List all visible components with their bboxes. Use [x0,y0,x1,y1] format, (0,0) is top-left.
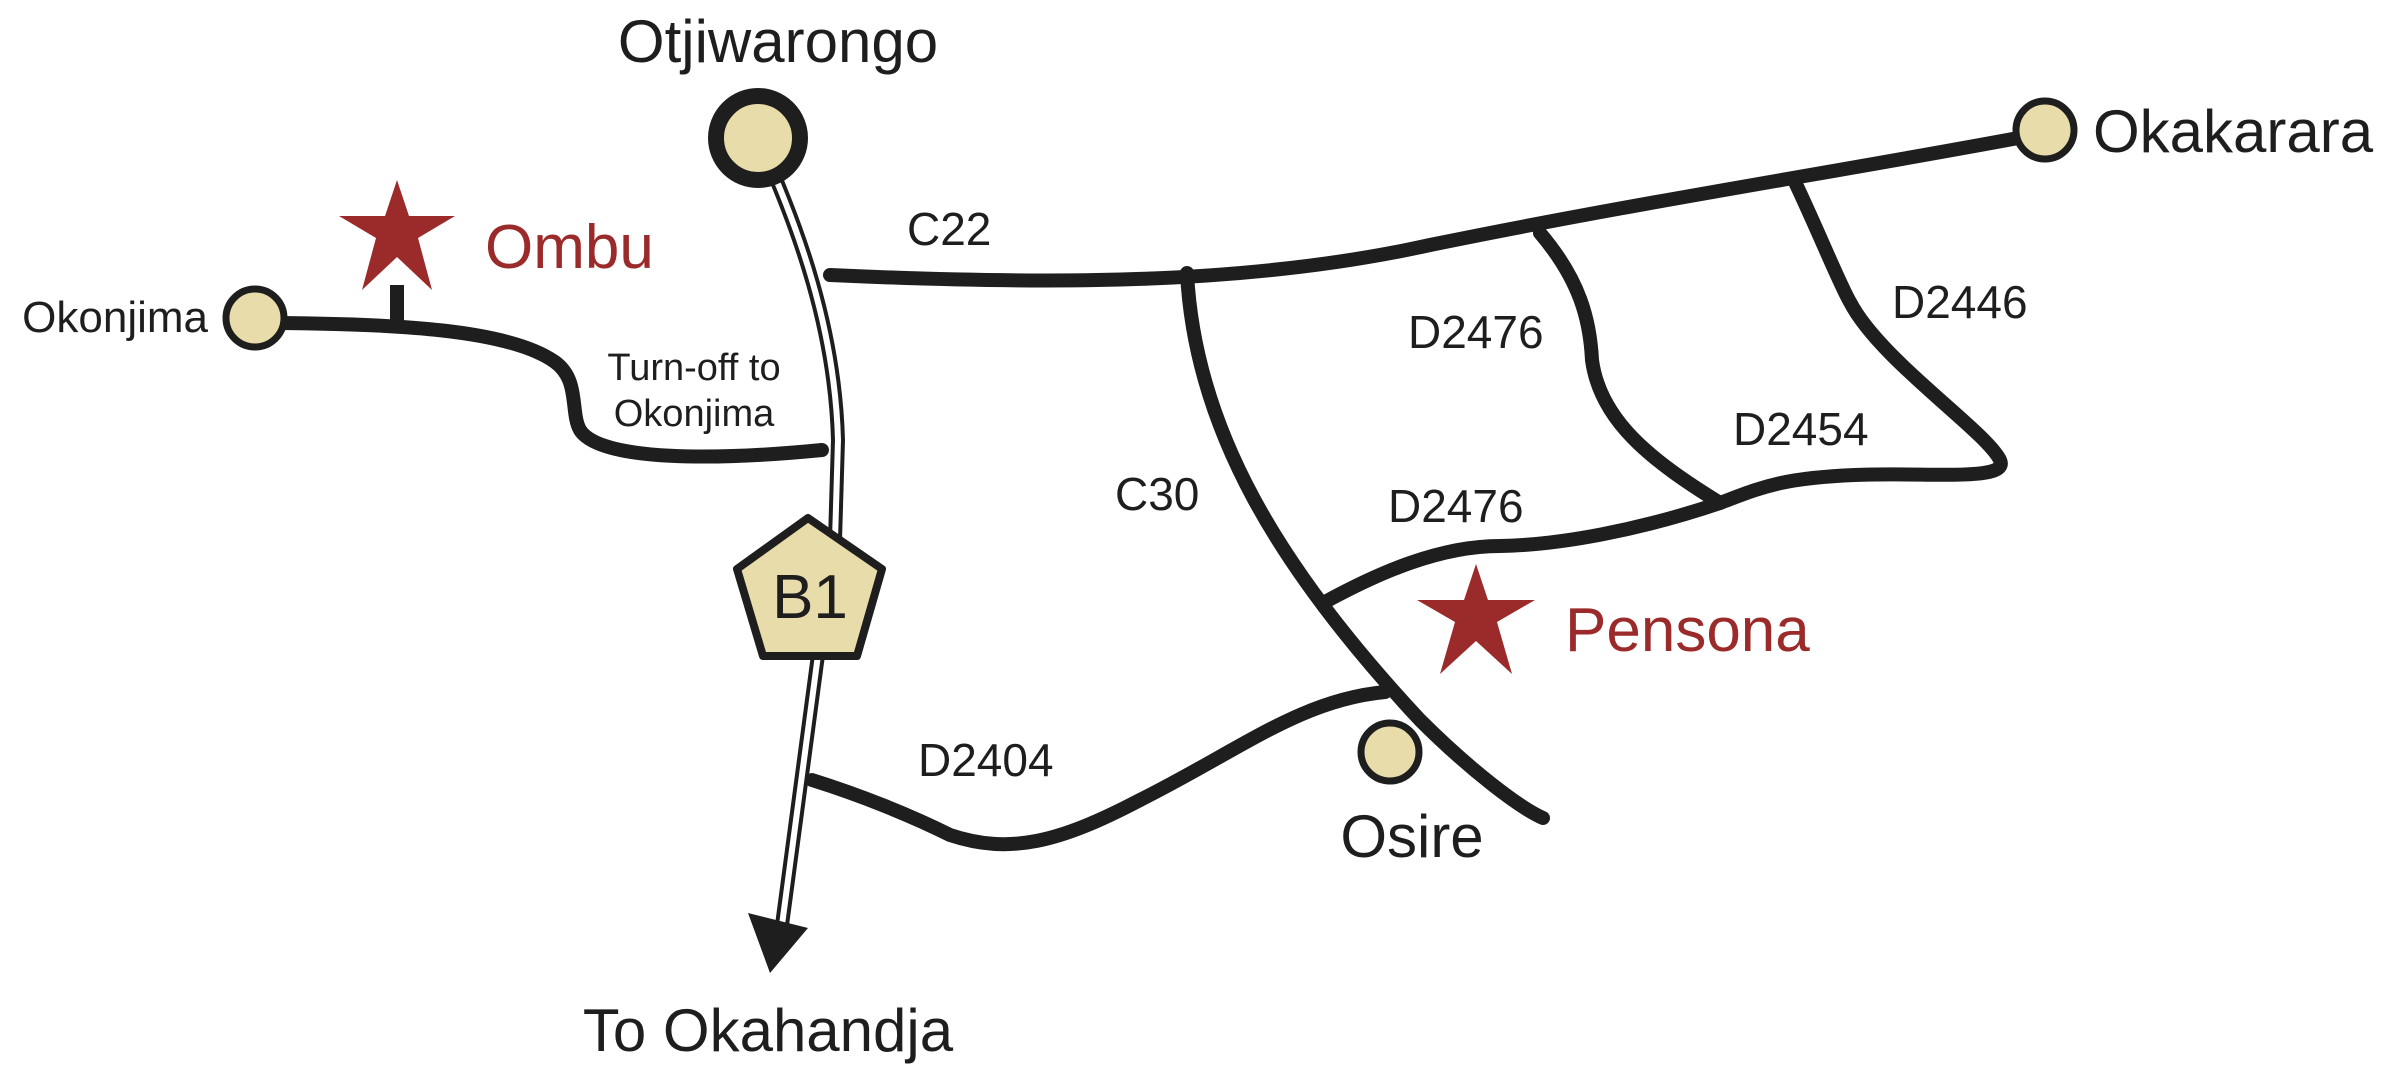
road-label-d2476-south: D2476 [1388,480,1524,532]
road-c22 [823,126,2052,288]
town-label-okonjima: Okonjima [22,293,208,342]
road-okonjima [248,316,829,464]
road-b1-upper-inner [755,136,842,541]
b1-shield-label: B1 [772,563,848,632]
turnoff-label-line1: Turn-off to [607,347,780,389]
town-label-okakarara: Okakarara [2093,98,2374,165]
road-label-d2454: D2454 [1733,403,1869,455]
town-marker-osire [1357,719,1423,785]
b1-route-shield: B1 [733,514,886,660]
town-marker-otjiwarongo [708,88,808,188]
road-label-c22: C22 [907,203,991,255]
town-label-otjiwarongo: Otjiwarongo [618,8,938,75]
star-icon [1417,564,1535,674]
roads-layer [248,126,2052,973]
star-icon [339,180,455,290]
road-d2476-south [1318,496,1727,609]
town-marker-okakarara [2012,97,2078,163]
road-d2404 [805,685,1392,852]
town-marker-okonjima [222,285,288,351]
lodges-layer [339,180,1535,674]
road-b1-lower-inner [779,639,823,926]
town-label-osire: Osire [1340,803,1483,870]
arrow-down-icon [748,913,808,973]
road-c30 [1180,266,1550,825]
labels-layer: Otjiwarongo Okakarara Okonjima Osire To … [22,8,2374,1064]
road-label-c30: C30 [1115,468,1199,520]
road-label-d2476-north: D2476 [1408,306,1544,358]
lodge-label-pensona: Pensona [1565,596,1810,665]
town-label-okahandja: To Okahandja [583,997,954,1064]
pentagon-shield-icon [733,514,886,660]
turnoff-label-line2: Okonjima [614,393,775,435]
road-label-d2404: D2404 [918,734,1054,786]
towns-layer [222,88,2078,785]
road-d2476-north [1533,226,1727,510]
road-d2446 [1713,175,2008,510]
lodge-label-ombu: Ombu [485,213,654,282]
road-label-d2446: D2446 [1892,276,2028,328]
